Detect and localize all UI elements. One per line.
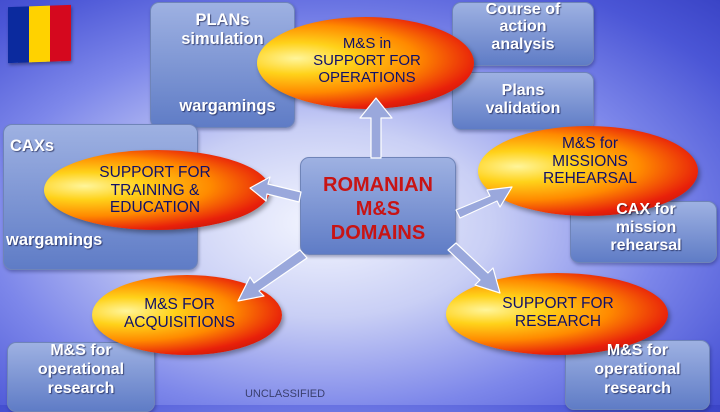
plans-simulation-label: PLANs simulation [181,11,264,48]
romanian-ms-domains-box [300,157,456,255]
wargamings-left-label: wargamings [6,231,103,249]
romanian-ms-domains-label: ROMANIAN M&S DOMAINS [323,174,433,244]
operational-research-right-label: M&S for operational research [594,342,681,398]
acquisitions-label: M&S FOR ACQUISITIONS [123,296,236,331]
arrow-right-rehearsal [455,186,513,219]
plans-validation-box [452,72,594,130]
arrow-up-operations [359,97,393,159]
classification-label: UNCLASSIFIED [244,388,326,400]
support-for-training-oval [44,150,270,230]
support-for-research-label: SUPPORT FOR RESEARCH [502,295,614,330]
arrow-left-training [249,176,302,203]
arrow-down-right-research [447,242,501,294]
support-for-training-label: SUPPORT FOR TRAINING & EDUCATION [99,164,211,217]
plans-validation-label: Plans validation [485,82,561,118]
operational-research-left-box [7,342,155,412]
missions-rehearsal-label: M&S for MISSIONS REHEARSAL [543,135,637,188]
arrow-down-left-acquisitions [237,249,308,302]
course-of-action-box [452,2,594,66]
course-of-action-label: Course of action analysis [485,1,561,53]
caxs-label: CAXs [10,137,55,155]
support-for-operations-label: M&S in SUPPORT FOR OPERATIONS [313,35,421,87]
support-for-operations-oval [257,17,474,109]
missions-rehearsal-oval [478,126,698,216]
operational-research-left-label: M&S for operational research [37,342,125,398]
wargamings-top-label: wargamings [179,97,276,115]
cax-mission-rehearsal-label: CAX for mission rehearsal [610,201,682,255]
